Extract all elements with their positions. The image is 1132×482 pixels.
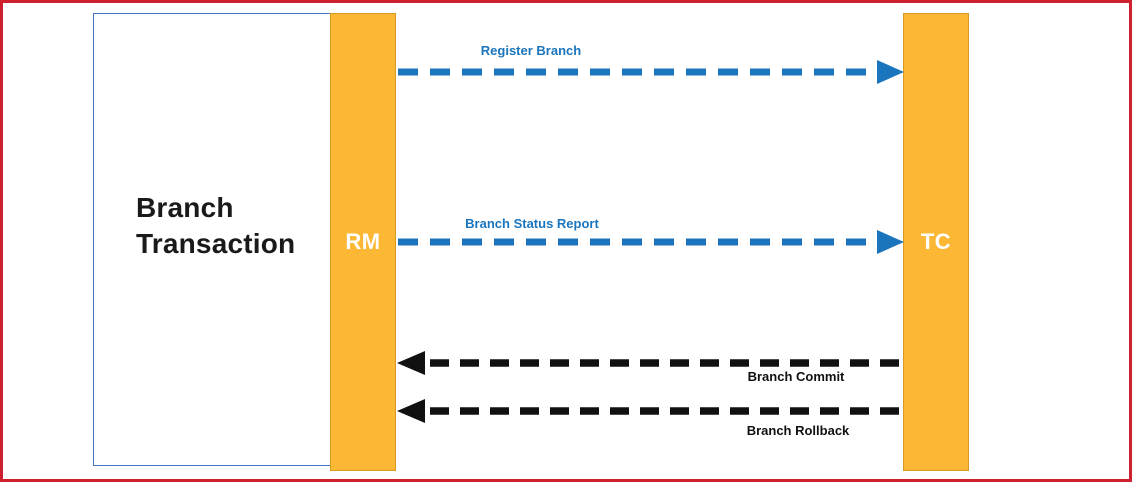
lifeline-rm-label: RM [345,229,381,254]
arrow-branch-rollback [397,399,901,423]
arrow-branch-commit [397,351,901,375]
message-label-branch-status-report: Branch Status Report [465,216,599,231]
branch-transaction-box: Branch Transaction [93,13,331,466]
arrow-register-branch [398,60,904,84]
message-arrows [397,60,904,423]
message-label-branch-commit: Branch Commit [747,369,845,384]
message-label-branch-rollback: Branch Rollback [746,423,850,438]
arrow-branch-status-report [398,230,904,254]
message-label-register-branch: Register Branch [480,43,582,58]
branch-transaction-label: Branch Transaction [136,192,296,259]
lifeline-tc-label: TC [920,229,952,254]
lifeline-rm: RM [330,13,396,471]
